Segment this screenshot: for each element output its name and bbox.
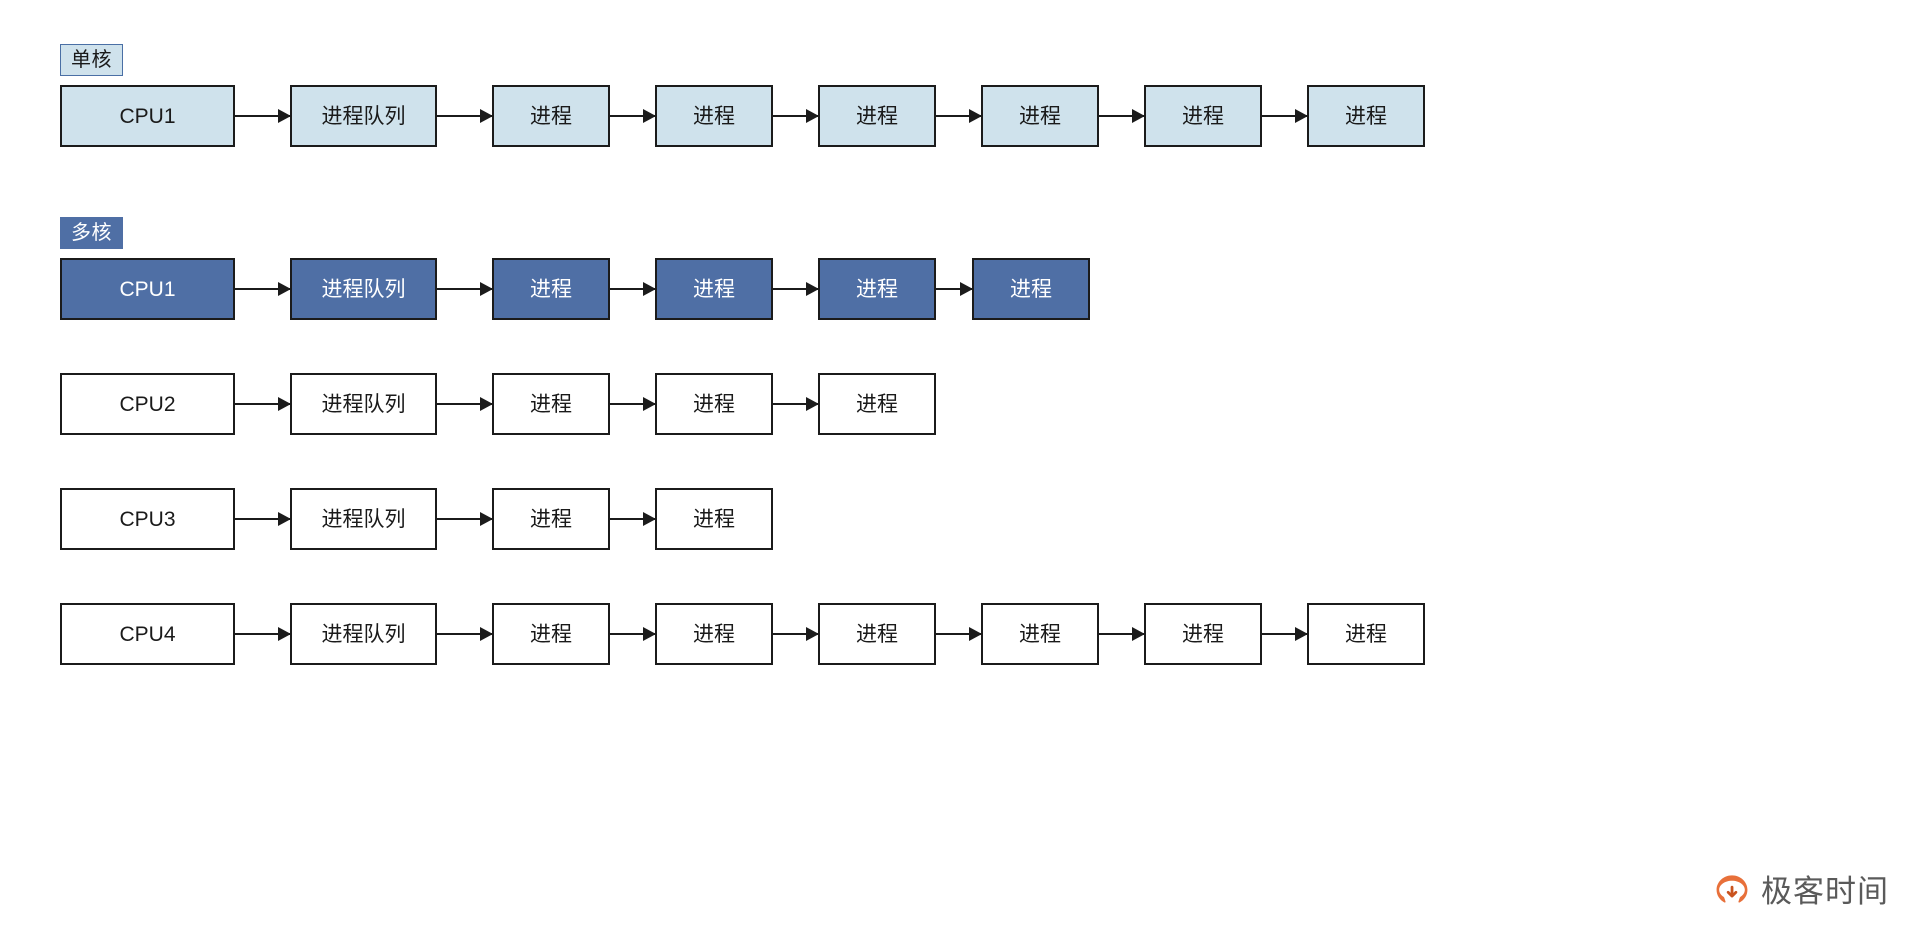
arrow-icon	[235, 288, 290, 290]
node-cpu4[interactable]: CPU4	[60, 603, 235, 665]
node-cpu1[interactable]: CPU1	[60, 85, 235, 147]
node-queue[interactable]: 进程队列	[290, 603, 437, 665]
arrow-icon	[610, 403, 655, 405]
node-cpu2[interactable]: CPU2	[60, 373, 235, 435]
node-process[interactable]: 进程	[492, 85, 610, 147]
arrow-icon	[610, 288, 655, 290]
arrow-icon	[1099, 633, 1144, 635]
arrow-icon	[610, 115, 655, 117]
section-tag-multi-core: 多核	[60, 217, 123, 249]
arrow-icon	[437, 115, 492, 117]
node-process[interactable]: 进程	[818, 373, 936, 435]
node-cpu1[interactable]: CPU1	[60, 258, 235, 320]
node-process[interactable]: 进程	[981, 603, 1099, 665]
arrow-icon	[235, 518, 290, 520]
node-process[interactable]: 进程	[492, 603, 610, 665]
node-queue[interactable]: 进程队列	[290, 258, 437, 320]
node-process[interactable]: 进程	[1307, 85, 1425, 147]
arrow-icon	[1262, 633, 1307, 635]
node-process[interactable]: 进程	[1307, 603, 1425, 665]
node-process[interactable]: 进程	[492, 258, 610, 320]
arrow-icon	[773, 633, 818, 635]
arrow-icon	[773, 403, 818, 405]
node-process[interactable]: 进程	[818, 258, 936, 320]
arrow-icon	[936, 633, 981, 635]
arrow-icon	[437, 518, 492, 520]
node-queue[interactable]: 进程队列	[290, 488, 437, 550]
node-process[interactable]: 进程	[981, 85, 1099, 147]
arrow-icon	[437, 288, 492, 290]
watermark: 极客时间	[1713, 873, 1889, 911]
section-tag-single-core: 单核	[60, 44, 123, 76]
chain-row-multi-core-cpu2: CPU2 进程队列 进程 进程 进程	[60, 373, 936, 435]
node-queue[interactable]: 进程队列	[290, 373, 437, 435]
node-process[interactable]: 进程	[1144, 85, 1262, 147]
node-process[interactable]: 进程	[818, 603, 936, 665]
arrow-icon	[437, 633, 492, 635]
node-process[interactable]: 进程	[1144, 603, 1262, 665]
node-process[interactable]: 进程	[655, 603, 773, 665]
chain-row-single-core-cpu1: CPU1 进程队列 进程 进程 进程 进程 进程 进程	[60, 85, 1425, 147]
geektime-logo-icon	[1716, 875, 1748, 903]
arrow-icon	[235, 403, 290, 405]
chain-row-multi-core-cpu4: CPU4 进程队列 进程 进程 进程 进程 进程 进程	[60, 603, 1425, 665]
arrow-icon	[1099, 115, 1144, 117]
arrow-icon	[936, 115, 981, 117]
node-process[interactable]: 进程	[492, 488, 610, 550]
arrow-icon	[773, 288, 818, 290]
node-process[interactable]: 进程	[655, 85, 773, 147]
chain-row-multi-core-cpu3: CPU3 进程队列 进程 进程	[60, 488, 773, 550]
arrow-icon	[437, 403, 492, 405]
node-process[interactable]: 进程	[655, 488, 773, 550]
arrow-icon	[235, 633, 290, 635]
arrow-icon	[936, 288, 972, 290]
node-cpu3[interactable]: CPU3	[60, 488, 235, 550]
node-process[interactable]: 进程	[655, 258, 773, 320]
node-queue[interactable]: 进程队列	[290, 85, 437, 147]
node-process[interactable]: 进程	[972, 258, 1090, 320]
arrow-icon	[773, 115, 818, 117]
node-process[interactable]: 进程	[655, 373, 773, 435]
arrow-icon	[235, 115, 290, 117]
chain-row-multi-core-cpu1: CPU1 进程队列 进程 进程 进程 进程	[60, 258, 1090, 320]
watermark-text: 极客时间	[1761, 873, 1889, 910]
arrow-icon	[610, 518, 655, 520]
node-process[interactable]: 进程	[492, 373, 610, 435]
arrow-icon	[1262, 115, 1307, 117]
node-process[interactable]: 进程	[818, 85, 936, 147]
arrow-icon	[610, 633, 655, 635]
